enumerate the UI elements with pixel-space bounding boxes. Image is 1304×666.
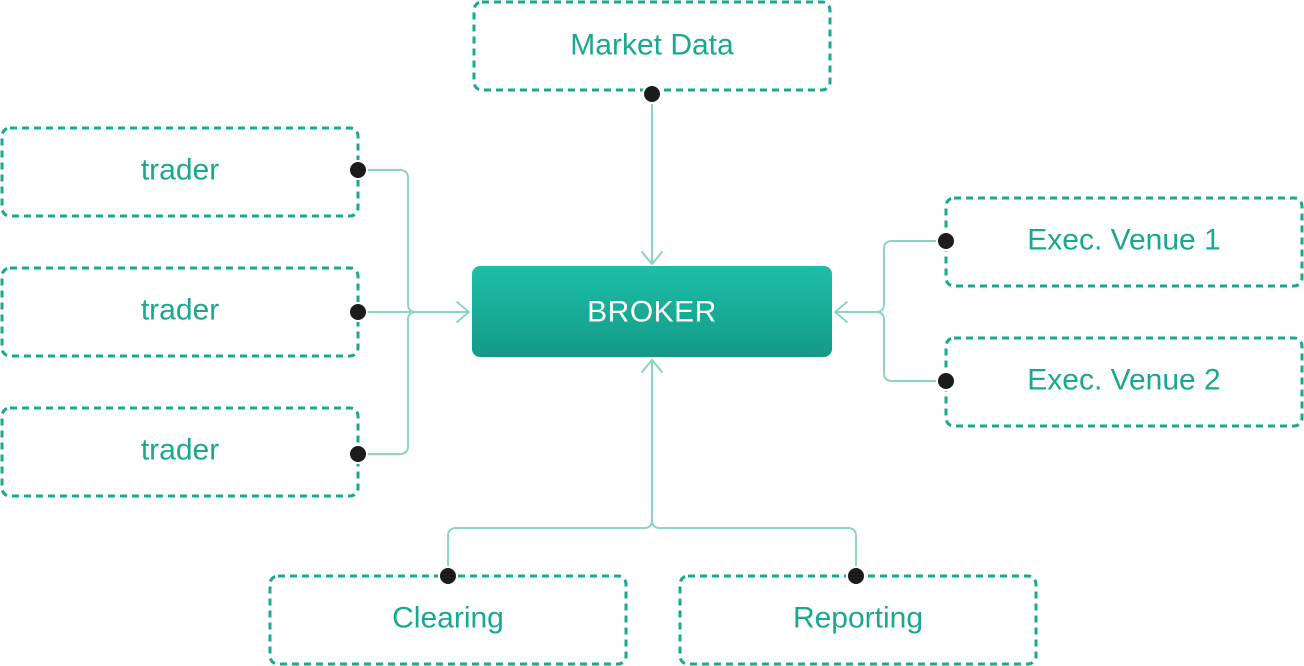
node-market-data[interactable]: Market Data [472, 0, 832, 92]
port-reporting[interactable] [846, 566, 866, 586]
venue-1-box [944, 196, 1304, 288]
trader-3-label: trader [141, 434, 219, 467]
connector-reporting [651, 519, 857, 577]
node-trader-3[interactable]: trader [0, 406, 360, 498]
clearing-label: Clearing [392, 602, 504, 635]
connector-venue-2 [875, 311, 947, 382]
connector-trader-3 [357, 311, 417, 455]
node-trader-2[interactable]: trader [0, 266, 360, 358]
arrowhead-right [834, 301, 848, 323]
node-venue-1[interactable]: Exec. Venue 1 [944, 196, 1304, 288]
node-clearing[interactable]: Clearing [268, 574, 628, 666]
reporting-label: Reporting [793, 602, 923, 635]
node-trader-1[interactable]: trader [0, 126, 360, 218]
broker-box [472, 266, 832, 357]
node-reporting[interactable]: Reporting [678, 574, 1038, 666]
broker-label: BROKER [587, 296, 717, 329]
port-venue-1[interactable] [936, 231, 956, 251]
arrowhead-left [456, 301, 470, 323]
trader-2-label: trader [141, 294, 219, 327]
arrowhead-top [641, 251, 663, 265]
connector-trader-1 [357, 169, 417, 313]
port-clearing[interactable] [438, 566, 458, 586]
venue-2-box [944, 336, 1304, 428]
arrowhead-bottom [641, 359, 663, 373]
venue-2-label: Exec. Venue 2 [1027, 364, 1220, 397]
broker-hub[interactable]: BROKER [472, 266, 832, 357]
port-market-data[interactable] [642, 84, 662, 104]
market-data-label: Market Data [570, 29, 734, 62]
connector-venue-1 [875, 240, 947, 313]
trader-1-label: trader [141, 154, 219, 187]
node-venue-2[interactable]: Exec. Venue 2 [944, 336, 1304, 428]
port-venue-2[interactable] [936, 371, 956, 391]
port-trader-2[interactable] [348, 302, 368, 322]
ports [348, 84, 956, 586]
connector-clearing [447, 519, 653, 577]
venue-1-label: Exec. Venue 1 [1027, 224, 1220, 257]
port-trader-1[interactable] [348, 160, 368, 180]
connectors [357, 93, 947, 577]
port-trader-3[interactable] [348, 444, 368, 464]
